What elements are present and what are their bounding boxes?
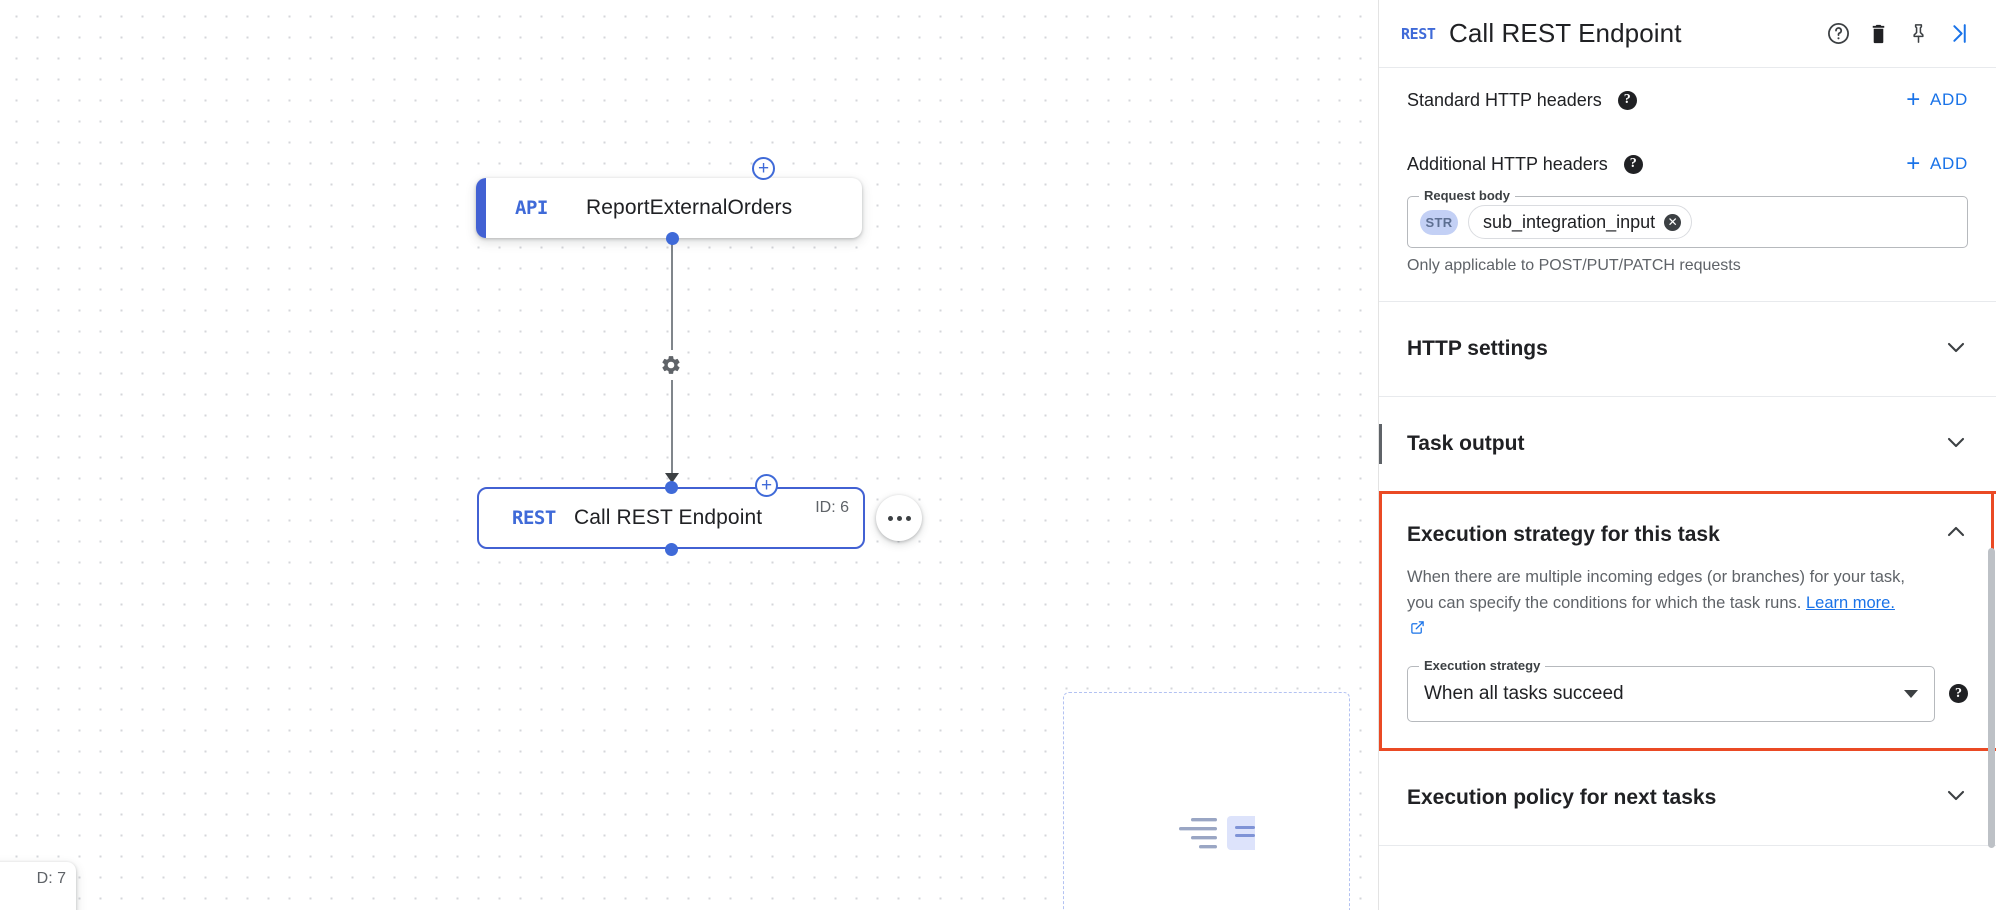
node-title: Call REST Endpoint — [574, 506, 763, 529]
help-circle-icon[interactable] — [1818, 14, 1858, 54]
divider — [1379, 396, 1996, 397]
node-output-port[interactable] — [666, 232, 679, 245]
section-execution-policy[interactable]: Execution policy for next tasks — [1379, 751, 1996, 845]
divider — [1379, 301, 1996, 302]
variable-name: sub_integration_input — [1483, 211, 1656, 232]
node-output-port[interactable] — [665, 543, 678, 556]
section-execution-strategy[interactable]: Execution strategy for this task When th… — [1379, 491, 1996, 751]
execution-strategy-header[interactable]: Execution strategy for this task — [1379, 494, 1996, 549]
add-node-button[interactable]: + — [752, 157, 775, 180]
help-icon[interactable]: ? — [1617, 90, 1637, 110]
node-call-rest-endpoint[interactable]: REST Call REST Endpoint ID: 6 — [477, 487, 865, 549]
section-title: Execution strategy for this task — [1407, 522, 1720, 546]
add-node-button[interactable]: + — [755, 474, 778, 497]
chevron-up-icon[interactable] — [1944, 520, 1968, 549]
request-body-helper-text: Only applicable to POST/PUT/PATCH reques… — [1407, 257, 1741, 274]
page-title: Call REST Endpoint — [1449, 18, 1682, 48]
variable-type-chip: STR — [1420, 209, 1458, 235]
additional-http-headers-label: Additional HTTP headers — [1407, 153, 1608, 174]
request-body-legend: Request body — [1419, 188, 1515, 203]
chevron-down-icon[interactable] — [1944, 335, 1968, 364]
panel-body: Standard HTTP headers ? + ADD Additional… — [1379, 68, 1996, 910]
pin-icon[interactable] — [1898, 14, 1938, 54]
add-label: ADD — [1930, 154, 1968, 173]
add-standard-header-button[interactable]: + ADD — [1906, 88, 1968, 112]
execution-strategy-field-row: Execution strategy When all tasks succee… — [1379, 644, 1996, 748]
add-label: ADD — [1930, 90, 1968, 109]
section-title: HTTP settings — [1407, 337, 1548, 360]
chevron-down-icon[interactable] — [1944, 783, 1968, 812]
more-options-icon[interactable] — [876, 495, 922, 541]
workflow-canvas[interactable]: API ReportExternalOrders + REST Call RES… — [0, 0, 1378, 910]
plus-icon: + — [1906, 150, 1921, 177]
chevron-down-icon[interactable] — [1944, 430, 1968, 459]
request-body-variable-chip[interactable]: sub_integration_input ✕ — [1468, 205, 1693, 239]
request-body-field[interactable]: Request body STR sub_integration_input ✕ — [1407, 188, 1968, 248]
gear-icon[interactable] — [656, 350, 686, 380]
execution-strategy-select[interactable]: Execution strategy When all tasks succee… — [1407, 657, 1935, 722]
plus-icon: + — [1906, 86, 1921, 113]
section-task-output[interactable]: Task output — [1379, 397, 1996, 491]
node-accent-bar — [476, 178, 486, 238]
canvas-drop-area[interactable] — [1063, 692, 1350, 910]
standard-http-headers-row: Standard HTTP headers ? + ADD — [1379, 68, 1996, 132]
edge-arrowhead — [665, 473, 679, 483]
panel-header: REST Call REST Endpoint — [1379, 0, 1996, 68]
node-type-badge: API — [515, 197, 548, 219]
help-icon[interactable]: ? — [1949, 684, 1968, 704]
divider — [1379, 844, 1996, 846]
section-title: Execution policy for next tasks — [1407, 785, 1717, 809]
node-report-external-orders[interactable]: API ReportExternalOrders — [476, 178, 862, 238]
section-title: Task output — [1407, 432, 1525, 455]
external-link-icon[interactable] — [1410, 618, 1425, 644]
node-type-badge: REST — [512, 507, 556, 529]
placeholder-chart-icon — [1175, 810, 1265, 861]
node-id-label: ID: 6 — [815, 499, 849, 516]
trash-icon[interactable] — [1858, 14, 1898, 54]
additional-http-headers-row: Additional HTTP headers ? + ADD — [1379, 132, 1996, 196]
panel-type-badge: REST — [1401, 24, 1436, 43]
description-line-1: When there are multiple incoming edges (… — [1407, 568, 1905, 586]
panel-scrollbar[interactable] — [1988, 548, 1995, 848]
help-icon[interactable]: ? — [1623, 154, 1643, 174]
node-id-label: D: 7 — [36, 870, 66, 887]
chevron-down-icon[interactable] — [1904, 689, 1918, 698]
node-partial[interactable]: D: 7 — [0, 862, 76, 910]
execution-strategy-legend: Execution strategy — [1419, 657, 1546, 673]
execution-strategy-value: When all tasks succeed — [1424, 682, 1624, 704]
node-title: ReportExternalOrders — [586, 196, 793, 219]
execution-strategy-description: When there are multiple incoming edges (… — [1379, 549, 1939, 644]
node-input-port[interactable] — [665, 481, 678, 494]
learn-more-link[interactable]: Learn more. — [1805, 593, 1895, 612]
collapse-panel-icon[interactable] — [1938, 14, 1978, 54]
close-icon[interactable]: ✕ — [1664, 213, 1682, 231]
standard-http-headers-label: Standard HTTP headers — [1407, 89, 1602, 110]
add-additional-header-button[interactable]: + ADD — [1906, 152, 1968, 176]
description-line-2: you can specify the conditions for which… — [1407, 593, 1802, 612]
task-config-panel: REST Call REST Endpoint — [1378, 0, 1996, 910]
section-http-settings[interactable]: HTTP settings — [1379, 302, 1996, 396]
